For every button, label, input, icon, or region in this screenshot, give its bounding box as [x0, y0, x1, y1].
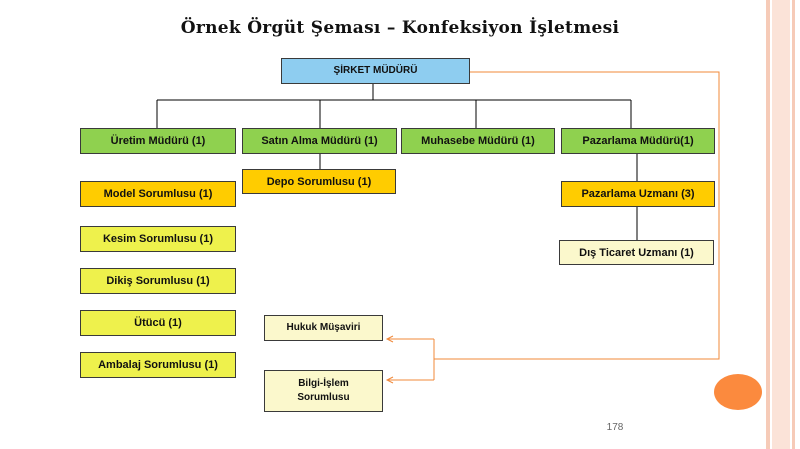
advisor-hukuk: Hukuk Müşaviri — [264, 315, 383, 341]
arrow-head-bilgi — [385, 376, 394, 384]
arrow-head-hukuk — [385, 335, 394, 343]
decor-stripe — [766, 0, 770, 449]
ceo-box: ŞİRKET MÜDÜRÜ — [281, 58, 470, 84]
production-model: Model Sorumlusu (1) — [80, 181, 236, 207]
marketing-dis-ticaret: Dış Ticaret Uzmanı (1) — [559, 240, 714, 265]
director-satin-alma: Satın Alma Müdürü (1) — [242, 128, 397, 154]
decor-circle — [714, 374, 762, 410]
advisor-bilgi-islem: Bilgi-İşlem Sorumlusu — [264, 370, 383, 412]
purchasing-depo: Depo Sorumlusu (1) — [242, 169, 396, 194]
director-pazarlama: Pazarlama Müdürü(1) — [561, 128, 715, 154]
production-utucu: Ütücü (1) — [80, 310, 236, 336]
advisory-line-ceo — [434, 71, 720, 360]
decor-stripe — [772, 0, 790, 449]
director-muhasebe: Muhasebe Müdürü (1) — [401, 128, 555, 154]
slide-title: Örnek Örgüt Şeması – Konfeksiyon İşletme… — [180, 18, 620, 38]
marketing-uzman: Pazarlama Uzmanı (3) — [561, 181, 715, 207]
decor-stripe — [792, 0, 795, 449]
production-ambalaj: Ambalaj Sorumlusu (1) — [80, 352, 236, 378]
director-uretim: Üretim Müdürü (1) — [80, 128, 236, 154]
production-dikis: Dikiş Sorumlusu (1) — [80, 268, 236, 294]
page-number: 178 — [606, 422, 624, 433]
production-kesim: Kesim Sorumlusu (1) — [80, 226, 236, 252]
